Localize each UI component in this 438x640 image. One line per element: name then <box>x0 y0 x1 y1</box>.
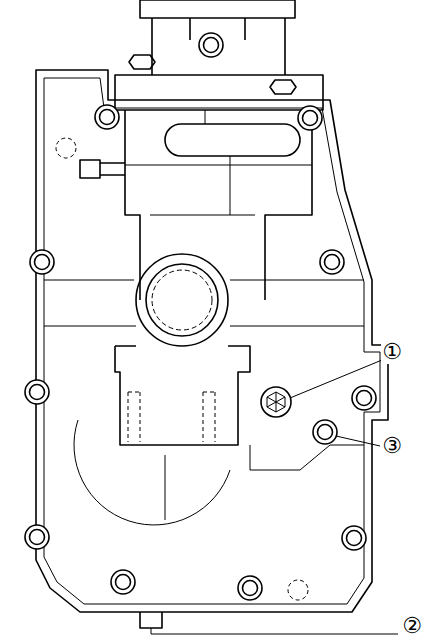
bolt-head <box>100 110 115 125</box>
bolt-washer <box>199 33 223 57</box>
bolt-washer <box>238 576 262 600</box>
bolt-washer <box>25 380 49 404</box>
leader-line <box>336 436 380 446</box>
drain-plug <box>261 387 291 417</box>
plug-hex <box>267 392 285 412</box>
dowel-hole <box>288 580 308 600</box>
bolt-washer <box>352 386 376 410</box>
bolt-head <box>347 531 362 546</box>
housing-outline <box>36 70 388 612</box>
housing-flange <box>44 78 380 604</box>
hex-bolt <box>80 160 100 178</box>
callout-number: ② <box>401 614 423 638</box>
bolt-head <box>204 38 219 53</box>
bolt-head <box>243 581 258 596</box>
bolt-head <box>30 530 45 545</box>
hub <box>136 254 228 346</box>
hub <box>146 264 218 336</box>
top-mount <box>152 18 285 75</box>
bolt-washer <box>313 420 337 444</box>
nut <box>270 80 296 94</box>
callout-number: ① <box>381 340 403 364</box>
bolt-head <box>35 255 50 270</box>
bolt-washer <box>320 250 344 274</box>
bolt-head <box>303 111 318 126</box>
bolt-head <box>357 391 372 406</box>
lower-arm <box>115 346 250 445</box>
yoke-web <box>125 110 312 215</box>
nut <box>129 55 155 69</box>
bolt-washer <box>95 105 119 129</box>
drain-boss <box>140 612 162 628</box>
gear-housing <box>74 420 230 525</box>
bolt-washer <box>342 526 366 550</box>
pin <box>128 392 215 442</box>
top-flange <box>140 0 295 18</box>
bolt-head <box>325 255 340 270</box>
hub-bore <box>152 270 212 330</box>
dowel-hole <box>56 138 76 158</box>
yoke-slot <box>165 124 300 156</box>
leader-line <box>151 628 398 634</box>
bolt-washer <box>30 250 54 274</box>
bolt-washer <box>298 106 322 130</box>
bolt-washer <box>111 570 135 594</box>
bolt-head <box>318 425 333 440</box>
bolt-head <box>116 575 131 590</box>
bolt-shank <box>100 163 125 175</box>
callout-number: ③ <box>381 434 403 458</box>
bolt-washer <box>25 525 49 549</box>
rib <box>44 280 364 520</box>
mount-plate <box>115 75 323 110</box>
bolt-head <box>30 385 45 400</box>
